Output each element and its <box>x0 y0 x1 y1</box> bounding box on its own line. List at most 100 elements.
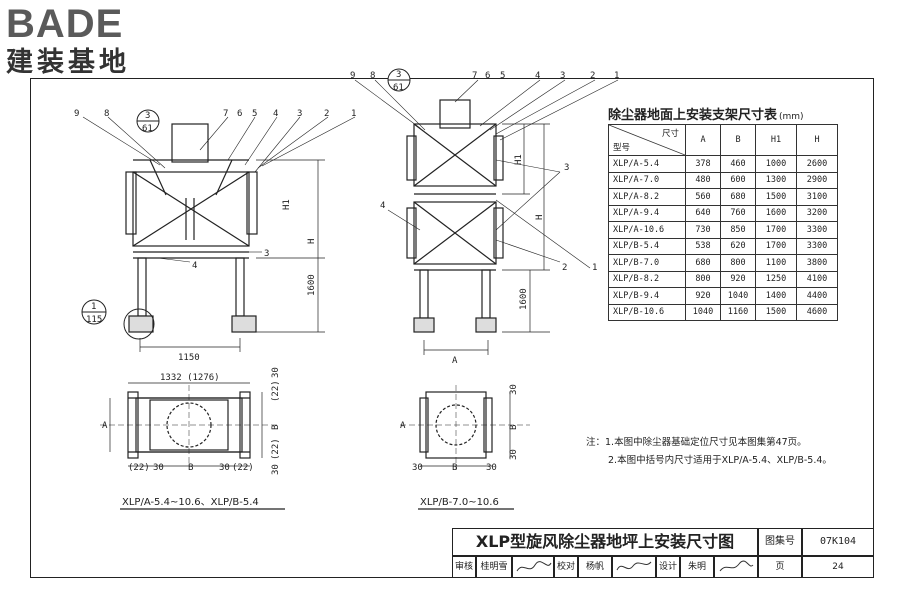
table-cell-model: XLP/A-8.2 <box>608 188 686 206</box>
left-callout-5: 5 <box>252 109 257 119</box>
table-cell-model: XLP/B-8.2 <box>608 270 686 288</box>
table-header-model: 型号 <box>613 143 631 153</box>
left-callout-1: 1 <box>351 109 356 119</box>
caption-left: XLP/A-5.4~10.6、XLP/B-5.4 <box>122 497 259 508</box>
caption-right: XLP/B-7.0~10.6 <box>420 497 499 508</box>
table-cell-model: XLP/B-5.4 <box>608 237 686 255</box>
table-cell-h1: 1000 <box>755 155 797 173</box>
atlas-label: 图集号 <box>758 528 802 556</box>
plan-right-bot-30b: 30 <box>486 463 497 473</box>
left-detail2-num: 1 <box>91 302 96 312</box>
plan-right-dim-b-side: B <box>509 425 519 430</box>
table-cell-h1: 1700 <box>755 237 797 255</box>
role-check-label: 校对 <box>554 556 578 578</box>
left-callout-7: 7 <box>223 109 228 119</box>
plan-left-dim-a: A <box>102 421 108 431</box>
table-col-h1: H1 <box>755 124 797 156</box>
table-cell-b: 1040 <box>720 287 756 305</box>
right-callout-2b: 2 <box>562 263 567 273</box>
watermark-logo: BADE 建装基地 <box>6 4 186 86</box>
notes: 注：1.本图中除尘器基础定位尺寸见本图集第47页。 2.本图中括号内尺寸适用于X… <box>586 434 832 470</box>
table-cell-h: 3300 <box>796 221 838 239</box>
table-cell-a: 378 <box>685 155 721 173</box>
role-design-name: 朱明 <box>680 556 714 578</box>
left-detail2-ref: 115 <box>86 315 102 325</box>
table-cell-model: XLP/B-9.4 <box>608 287 686 305</box>
watermark-brand-latin: BADE <box>6 2 124 46</box>
plan-left-top-dim: 1332 (1276) <box>160 373 220 383</box>
signature-row: 审核 桂明雪 校对 杨帆 设计 朱明 页 24 <box>0 556 874 578</box>
note-1: 注：1.本图中除尘器基础定位尺寸见本图集第47页。 <box>586 437 807 448</box>
spec-table-unit: (mm) <box>779 112 804 122</box>
role-review-label: 审核 <box>452 556 476 578</box>
table-cell-a: 480 <box>685 171 721 189</box>
left-dim-1150: 1150 <box>178 353 200 363</box>
table-cell-b: 760 <box>720 204 756 222</box>
table-cell-h: 4600 <box>796 303 838 321</box>
left-detail-num: 3 <box>145 111 150 121</box>
plan-left-dim-22: (22) <box>271 380 281 402</box>
right-callout-4b: 4 <box>380 201 385 211</box>
right-detail-ref: 61 <box>393 83 404 93</box>
drawing-title: XLP型旋风除尘器地坪上安装尺寸图 <box>452 528 758 556</box>
left-callout-3: 3 <box>297 109 302 119</box>
spec-table-title: 除尘器地面上安装支架尺寸表(mm) <box>608 104 804 123</box>
table-cell-h1: 1500 <box>755 303 797 321</box>
right-callout-9: 9 <box>350 71 355 81</box>
table-cell-h: 2600 <box>796 155 838 173</box>
spec-table-title-text: 除尘器地面上安装支架尺寸表 <box>608 108 778 123</box>
page-label: 页 <box>758 556 802 578</box>
table-cell-model: XLP/B-10.6 <box>608 303 686 321</box>
table-cell-b: 800 <box>720 254 756 272</box>
table-col-a: A <box>685 124 721 156</box>
table-corner-cell: 尺寸 型号 <box>608 124 686 156</box>
right-callout-1b: 1 <box>592 263 597 273</box>
role-review-name: 桂明雪 <box>476 556 512 578</box>
left-support-frame <box>132 171 250 247</box>
right-lower-frame <box>413 201 497 265</box>
table-cell-a: 538 <box>685 237 721 255</box>
signature-1 <box>512 556 554 578</box>
table-cell-a: 1040 <box>685 303 721 321</box>
table-cell-b: 1160 <box>720 303 756 321</box>
table-cell-h: 3300 <box>796 237 838 255</box>
plan-left-dim-30: 30 <box>271 367 281 378</box>
plan-left-bot-30b: 30 <box>219 463 230 473</box>
table-header-row: 尺寸 型号 A B H1 H <box>608 124 838 156</box>
table-cell-a: 640 <box>685 204 721 222</box>
table-cell-a: 560 <box>685 188 721 206</box>
right-callout-2: 2 <box>590 71 595 81</box>
plan-right-dim-a: A <box>400 421 406 431</box>
atlas-number: 07K104 <box>802 528 874 556</box>
plan-left-bot-22: (22) <box>128 463 150 473</box>
right-callout-6: 6 <box>485 71 490 81</box>
table-cell-a: 920 <box>685 287 721 305</box>
table-col-h: H <box>796 124 838 156</box>
table-cell-model: XLP/B-7.0 <box>608 254 686 272</box>
note-2: 2.本图中括号内尺寸适用于XLP/A-5.4、XLP/B-5.4。 <box>608 455 832 466</box>
left-callout-6: 6 <box>237 109 242 119</box>
table-cell-h1: 1700 <box>755 221 797 239</box>
title-block: XLP型旋风除尘器地坪上安装尺寸图 图集号 07K104 审核 桂明雪 校对 杨… <box>452 528 874 578</box>
table-cell-b: 850 <box>720 221 756 239</box>
table-col-b: B <box>720 124 756 156</box>
table-cell-h: 4400 <box>796 287 838 305</box>
right-callout-5: 5 <box>500 71 505 81</box>
table-cell-b: 920 <box>720 270 756 288</box>
table-header-size: 尺寸 <box>661 129 679 139</box>
right-callout-1: 1 <box>614 71 619 81</box>
left-callout-3b: 3 <box>264 249 269 259</box>
table-cell-b: 680 <box>720 188 756 206</box>
table-cell-model: XLP/A-5.4 <box>608 155 686 173</box>
table-cell-a: 680 <box>685 254 721 272</box>
plan-left-bot-22b: (22) <box>232 463 254 473</box>
left-leg-2 <box>235 257 245 317</box>
